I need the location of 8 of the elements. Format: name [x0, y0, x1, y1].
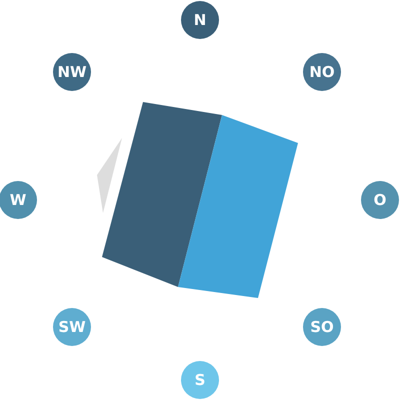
compass-direction-circle: W	[0, 181, 37, 219]
compass-direction-circle: O	[361, 181, 399, 219]
compass-direction-circle: NO	[303, 53, 341, 91]
compass-direction-circle: S	[181, 361, 219, 399]
compass-direction-circle: N	[181, 1, 219, 39]
compass-direction-circle: NW	[53, 53, 91, 91]
compass-direction-circle: SO	[303, 308, 341, 346]
compass-direction-circle: SW	[53, 308, 91, 346]
